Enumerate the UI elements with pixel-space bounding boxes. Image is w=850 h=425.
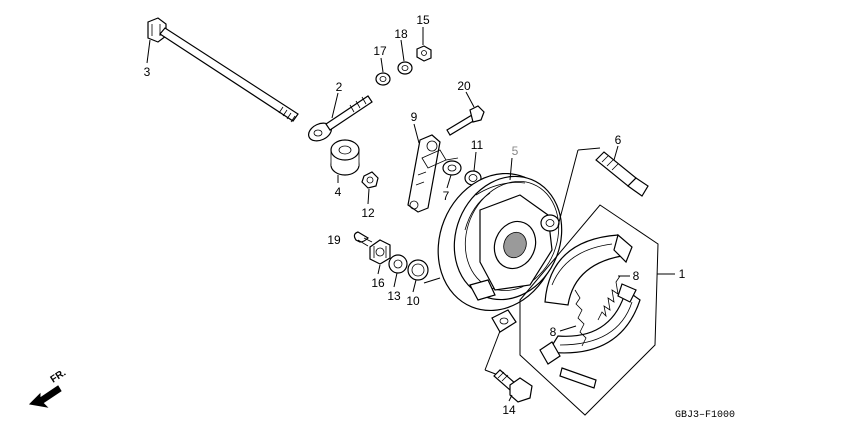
direction-label: FR. [49,367,69,385]
callout-11: 11 [471,138,484,152]
callout-7: 7 [443,189,450,203]
chain-adjuster[interactable] [306,95,373,144]
callout-3: 3 [144,65,151,79]
callout-13: 13 [387,289,401,303]
castle-nut[interactable] [369,239,391,265]
callout-9: 9 [411,110,418,124]
callout-18: 18 [394,27,408,41]
washer-13[interactable] [388,254,408,274]
callout-14: 14 [502,403,516,417]
small-nut[interactable] [361,171,379,189]
brake-arm[interactable] [407,134,447,213]
callout-4: 4 [335,185,342,199]
callout-5: 5 [512,144,519,158]
return-spring-lower[interactable] [574,289,587,347]
callout-2: 2 [336,80,343,94]
callout-19: 19 [327,233,341,247]
callout-16: 16 [371,276,385,290]
brake-shoes[interactable] [539,233,641,389]
callout-10: 10 [406,294,420,308]
callout-12: 12 [361,206,375,220]
callout-6: 6 [615,133,622,147]
diagram-code: GBJ3–F1000 [675,410,735,421]
collar[interactable] [330,139,360,176]
dust-seal[interactable] [407,259,429,281]
washer-17[interactable] [375,72,391,86]
wear-indicator[interactable] [442,157,462,176]
callout-8-upper: 8 [633,269,640,283]
bolt-20[interactable] [446,105,485,136]
return-spring-upper[interactable] [597,275,621,321]
callout-1: 1 [679,267,686,281]
brake-shoe-box [519,204,659,416]
brake-panel[interactable] [418,155,580,333]
callout-17: 17 [373,44,387,58]
washer-18[interactable] [397,61,413,75]
callout-8-lower: 8 [550,325,557,339]
brake-cam[interactable] [595,151,649,197]
callout-15: 15 [416,13,430,27]
nut-15[interactable] [416,45,432,62]
cotter-pin[interactable] [353,231,373,247]
callout-20: 20 [457,79,471,93]
front-direction-arrow: FR. [28,367,69,408]
axle-bolt[interactable] [147,17,299,123]
bolt-14[interactable] [493,369,533,403]
